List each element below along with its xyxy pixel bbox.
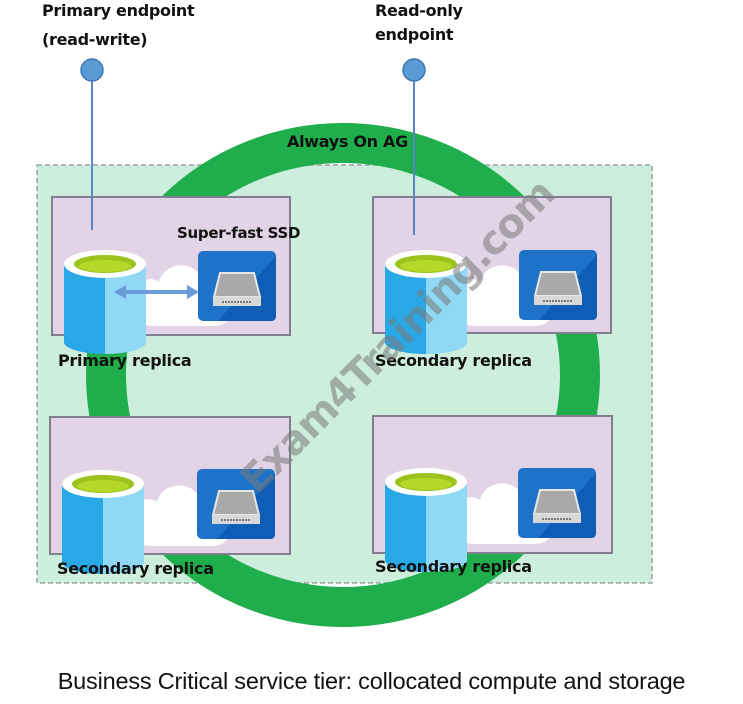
bidirectional-arrow-icon — [114, 285, 199, 299]
primary-endpoint-label-line2: (read-write) — [42, 30, 148, 49]
replica-label-primary: Primary replica — [58, 351, 192, 370]
ssd-drive-icon — [517, 467, 597, 539]
primary-endpoint-label-line1: Primary endpoint — [42, 1, 195, 20]
replica-label-secondary-readable: Secondary replica — [375, 351, 532, 370]
readonly-endpoint-label-line1: Read-only — [375, 1, 463, 20]
diagram-caption: Business Critical service tier: collocat… — [57, 668, 686, 694]
always-on-ag-ring — [86, 123, 600, 627]
ssd-drive-icon — [518, 249, 598, 321]
replica-label-secondary-bottom-right: Secondary replica — [375, 557, 532, 576]
ssd-drive-icon — [197, 250, 277, 322]
primary-endpoint-dot-icon[interactable] — [80, 58, 104, 82]
ssd-label: Super-fast SSD — [177, 224, 301, 242]
readonly-endpoint-label-line2: endpoint — [375, 25, 454, 44]
replica-label-secondary-bottom-left: Secondary replica — [57, 559, 214, 578]
always-on-ag-label: Always On AG — [287, 132, 408, 151]
readonly-endpoint-dot-icon[interactable] — [402, 58, 426, 82]
